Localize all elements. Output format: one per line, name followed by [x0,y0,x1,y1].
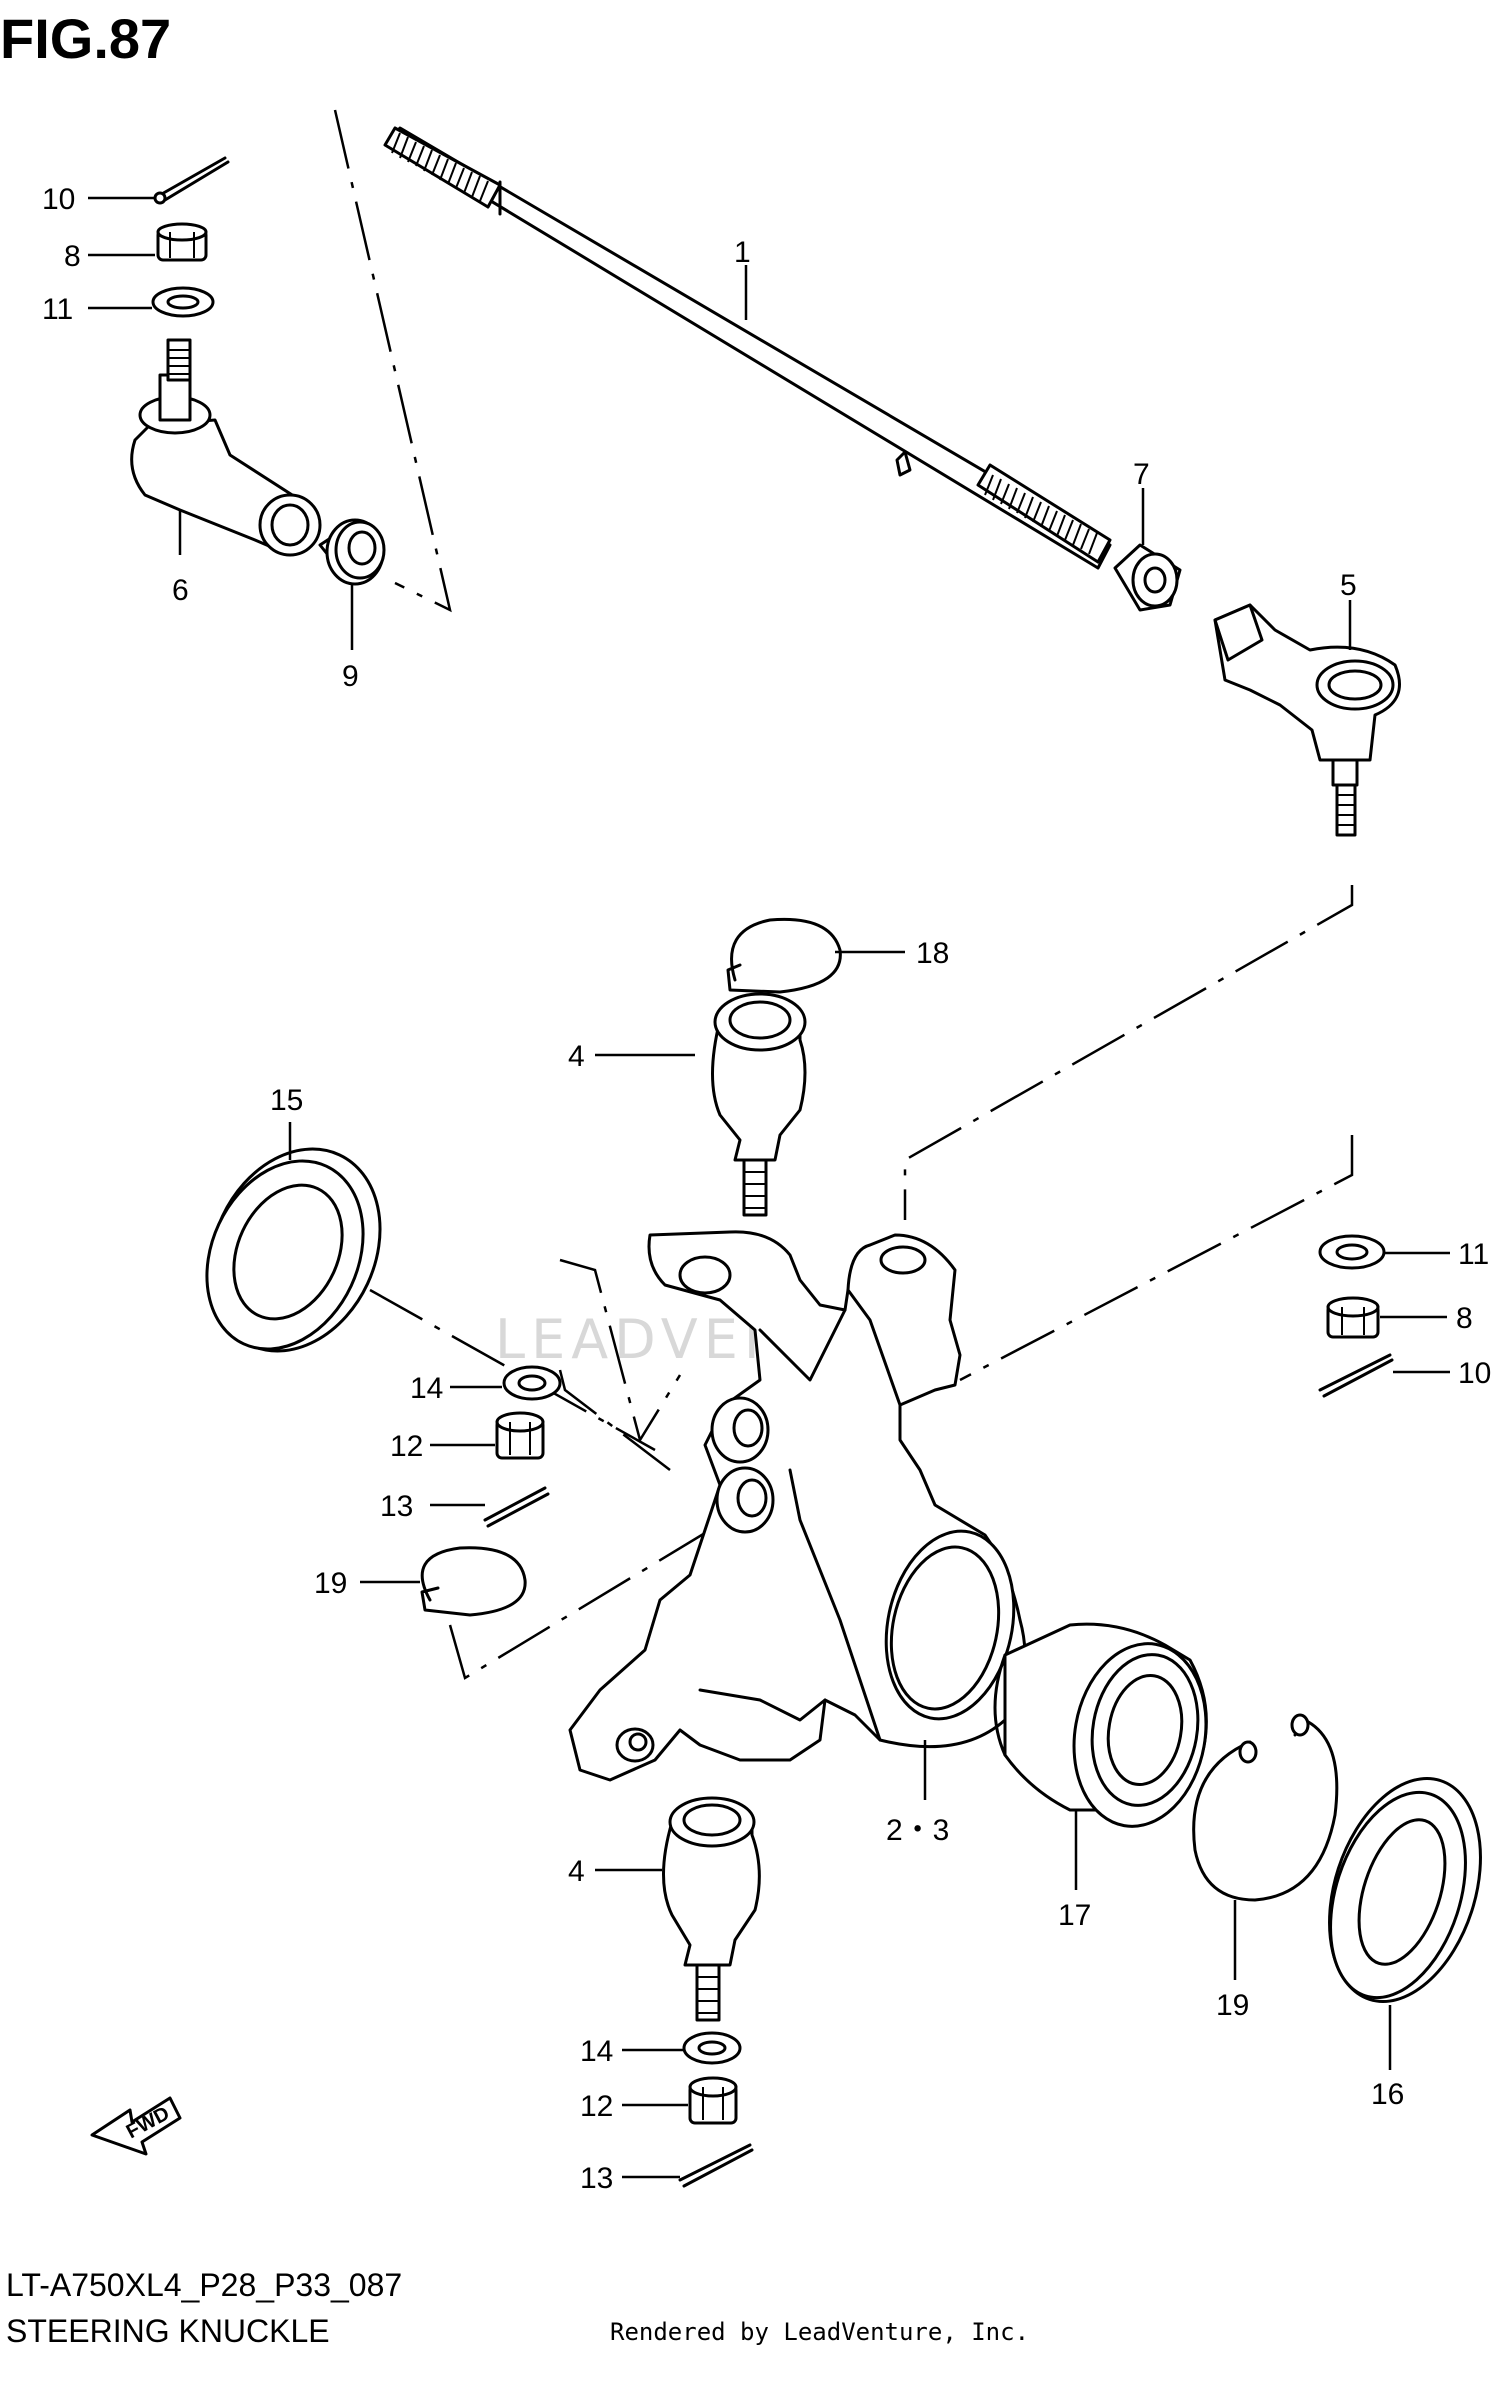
fwd-arrow-icon: FWD [90,2096,182,2156]
circlip-part-19-a [420,1546,527,1617]
circlip-part-18 [726,917,842,994]
tie-rod-end-part-5 [1213,603,1401,837]
assembly-line-tie-rod-end [903,885,1354,1220]
callout-8-a: 8 [64,240,81,273]
callout-19-b: 19 [1216,1989,1249,2022]
nut-part-7 [1113,543,1182,612]
callout-4-b: 4 [568,1855,585,1888]
callout-8-b: 8 [1456,1302,1473,1335]
callout-14-b: 14 [580,2035,613,2068]
assembly-line-upper [559,1258,682,1444]
callout-10-a: 10 [42,183,75,216]
seal-part-16 [1328,1777,1482,2003]
callout-10-b: 10 [1458,1357,1491,1390]
callout-15: 15 [270,1084,303,1117]
callout-12-b: 12 [580,2090,613,2123]
callout-13-b: 13 [580,2162,613,2195]
figure-title: FIG.87 [0,7,171,70]
washer-part-11-b [1318,1234,1386,1270]
ball-joint-part-4-a [711,992,807,1217]
callout-17: 17 [1058,1899,1091,1932]
assembly-line-circlip-19 [448,1528,711,1680]
tie-rod-end-part-6 [130,338,322,557]
callout-18: 18 [916,937,949,970]
circlip-part-19-b [1192,1716,1339,1902]
cotter-pin-part-13-a [483,1486,550,1528]
callout-14-a: 14 [410,1372,443,1405]
wheel-bearing-part-17 [993,1622,1208,1828]
callout-11-a: 11 [42,293,73,326]
cotter-pin-part-10-a [158,156,230,202]
callout-5: 5 [1340,569,1357,602]
callout-6: 6 [172,574,189,607]
cotter-pin-part-10-b [1318,1353,1394,1398]
assembly-line-nut-left [558,1369,671,1471]
assembly-line-nut-right [959,1135,1354,1382]
callout-4-a: 4 [568,1040,585,1073]
callout-11-b: 11 [1458,1238,1489,1271]
cotter-pin-part-13-b [678,2143,754,2188]
callout-13-a: 13 [380,1490,413,1523]
callout-9: 9 [342,660,359,693]
assembly-line-seal-15 [369,1288,656,1452]
callout-1: 1 [734,236,751,269]
callout-19-a: 19 [314,1567,347,1600]
assembly-line-tie-rod [333,109,452,613]
callout-2-3: 2・3 [886,1814,949,1847]
steering-knuckle-part-2-3 [568,1230,1027,1782]
castle-nut-part-12-a [495,1411,545,1460]
callout-16: 16 [1371,2078,1404,2111]
callout-12-a: 12 [390,1430,423,1463]
castle-nut-part-8-b [1326,1296,1380,1339]
seal-part-15 [205,1147,382,1353]
callout-7: 7 [1133,458,1150,491]
castle-nut-part-12-b [688,2076,738,2125]
model-code: LT-A750XL4_P28_P33_087 [6,2267,402,2303]
ball-joint-part-4-b [662,1796,761,2022]
leader-lines [88,196,1450,2179]
washer-part-11-a [151,286,215,318]
bushing-part-9 [318,518,386,586]
washer-part-14-b [682,2031,742,2065]
castle-nut-part-8-a [156,222,208,262]
render-credit: Rendered by LeadVenture, Inc. [610,2318,1029,2346]
washer-part-14-a [502,1365,562,1401]
callout-labels: 1 5 6 7 9 10 8 11 18 4 15 11 8 10 14 12 … [42,183,1491,2195]
tie-rod-part-1 [383,126,1112,570]
section-name: STEERING KNUCKLE [6,2313,330,2349]
